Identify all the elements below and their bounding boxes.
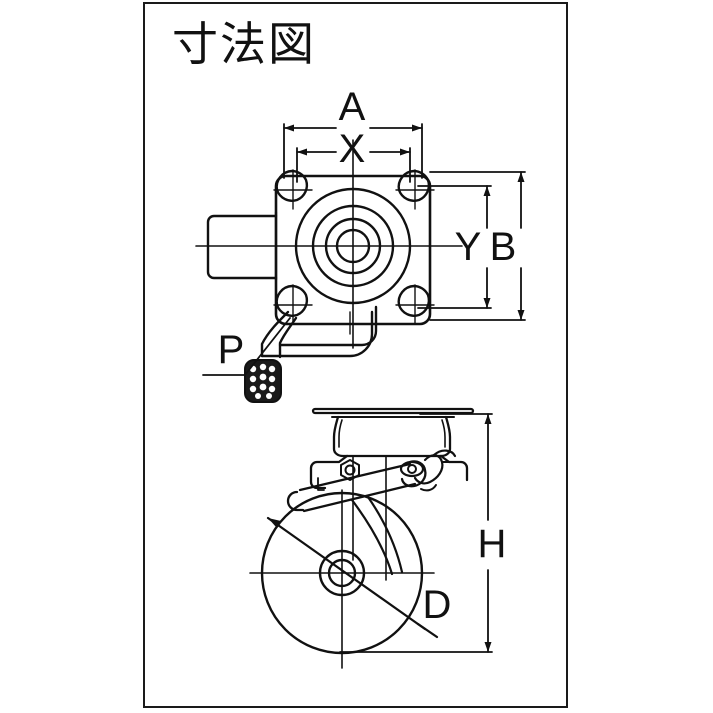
brake-cam-linkage: [413, 449, 457, 492]
bolt-hole-bottom-left: [273, 284, 313, 325]
swivel-raceway: [332, 415, 452, 458]
leader-line-D: [266, 516, 439, 639]
hub-ring-2: [311, 204, 395, 288]
dimension-label-P: P: [218, 328, 245, 372]
dimension-line-A: [283, 123, 423, 179]
dimension-line-H: [339, 413, 493, 653]
brake-shoe-arc: [350, 495, 404, 576]
dimension-label-A: A: [339, 85, 366, 129]
leader-line-P: [202, 317, 291, 376]
hub-ring-outer: [294, 187, 412, 305]
bolt-hole-top-right: [395, 169, 435, 210]
brake-pedal-pad: [244, 359, 282, 403]
dimension-label-D: D: [423, 583, 452, 627]
hub-ring-inner: [335, 228, 371, 264]
side-mounting-plate: [311, 407, 475, 418]
bolt-hole-top-left: [273, 169, 313, 210]
brake-lever: [286, 460, 427, 513]
dimension-label-H: H: [478, 522, 507, 566]
hub-ring-3: [324, 217, 382, 275]
dimension-label-Y: Y: [455, 225, 482, 269]
page-title: 寸法図: [172, 17, 316, 71]
bolt-hole-bottom-right: [395, 284, 435, 325]
dimension-label-B: B: [490, 225, 517, 269]
dimension-label-X: X: [339, 127, 366, 171]
brake-pedal-arm: [260, 305, 378, 359]
dimension-line-B: [429, 171, 526, 321]
